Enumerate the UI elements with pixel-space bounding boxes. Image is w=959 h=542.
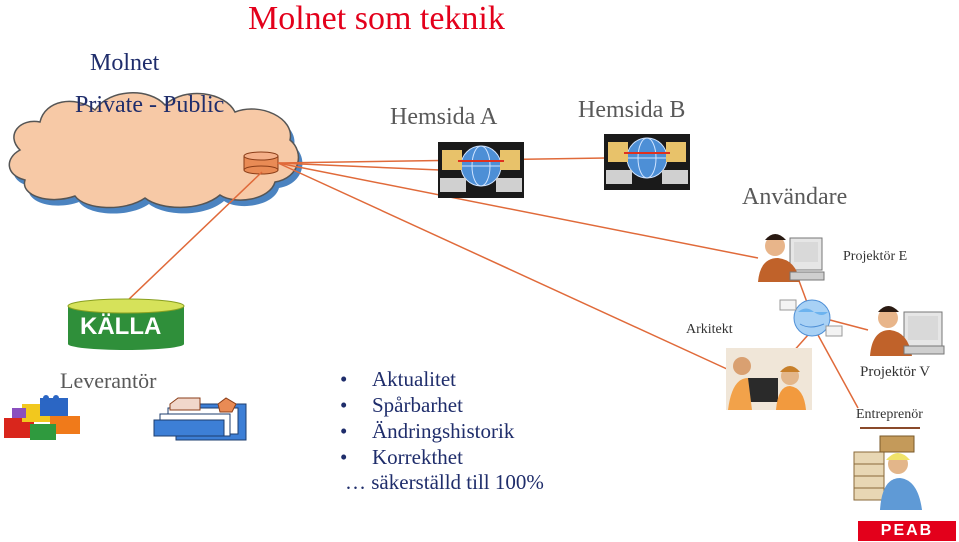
entreprenor-builder-icon	[853, 427, 922, 510]
line-globe-v	[829, 319, 869, 331]
page-title: Molnet som teknik	[248, 0, 505, 37]
hemsida-b-icon	[604, 134, 690, 190]
entreprenor-label: Entreprenör	[856, 407, 923, 422]
source-label: KÄLLA	[80, 313, 162, 340]
source-cylinder	[67, 298, 185, 350]
bullet-item: Korrekthet	[340, 444, 514, 470]
arkitekt-label: Arkitekt	[686, 322, 733, 337]
bullet-item: Aktualitet	[340, 366, 514, 392]
line-globe-entreprenor	[817, 334, 859, 409]
projektor-e-person-icon	[758, 234, 825, 282]
projektor-v-label: Projektör V	[860, 364, 931, 380]
cloud-subheading: Private - Public	[75, 92, 225, 118]
line-cloud-arkitekt	[277, 162, 741, 376]
line-cloud-hemsida-a	[277, 162, 441, 171]
hemsida-a-icon	[438, 142, 524, 198]
globe-icon	[779, 299, 843, 337]
cloud-heading: Molnet	[90, 50, 160, 76]
bullet-item: Ändringshistorik	[340, 418, 514, 444]
line-cloud-source	[125, 171, 263, 303]
cloud-server-icon	[243, 151, 279, 175]
hemsida-a-label: Hemsida A	[390, 104, 498, 130]
connection-lines	[125, 157, 869, 409]
arkitekt-photo	[726, 348, 812, 410]
peab-logo-box	[858, 521, 956, 541]
bullet-item: Spårbarhet	[340, 392, 514, 418]
assurance-statement: … säkerställd till 100%	[345, 470, 544, 494]
quality-bullet-list: Aktualitet Spårbarhet Ändringshistorik K…	[340, 366, 514, 470]
projektor-v-person-icon	[870, 306, 945, 356]
users-heading: Användare	[742, 184, 848, 210]
peab-logo: PEAB	[880, 522, 934, 539]
line-cloud-projektor-e	[277, 162, 759, 259]
stacked-documents-icon	[153, 397, 247, 441]
hemsida-b-label: Hemsida B	[578, 97, 686, 123]
lego-bricks-icon	[4, 395, 80, 440]
cloud-shape	[8, 92, 303, 214]
supplier-label: Leverantör	[60, 368, 157, 393]
projektor-e-label: Projektör E	[843, 249, 908, 264]
